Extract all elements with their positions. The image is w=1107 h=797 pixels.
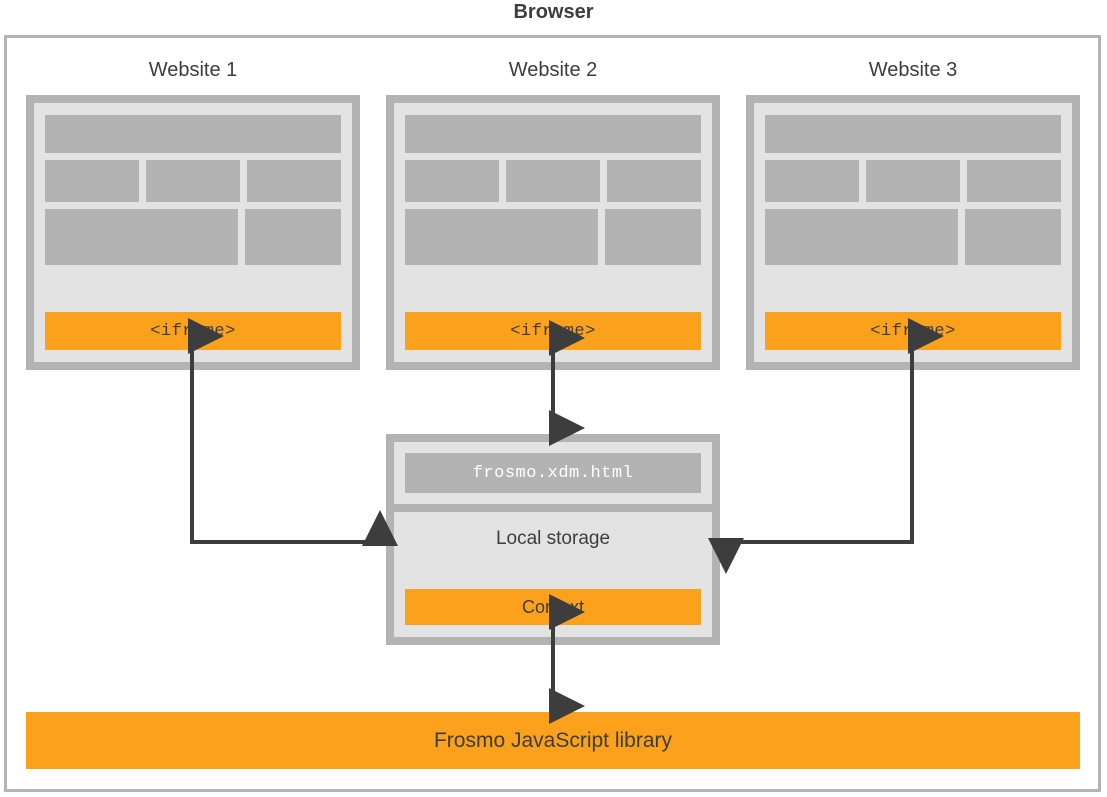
content-block-wide	[45, 209, 238, 265]
content-block	[405, 160, 499, 202]
content-row-header	[45, 115, 341, 153]
website-1-page: <iframe>	[34, 103, 352, 362]
xdm-container: frosmo.xdm.html Local storage Context	[386, 434, 720, 645]
content-block	[765, 160, 859, 202]
local-storage-label: Local storage	[495, 528, 611, 549]
page-title: Browser	[513, 1, 594, 23]
website-1-label: Website 1	[148, 59, 238, 81]
content-row-bottom	[405, 209, 701, 265]
content-block	[607, 160, 701, 202]
website-column-2: Website 2 <iframe>	[386, 57, 720, 370]
website-2-label: Website 2	[508, 59, 598, 81]
content-block	[247, 160, 341, 202]
content-block-header	[45, 115, 341, 153]
content-row-middle	[765, 160, 1061, 202]
content-block-header	[765, 115, 1061, 153]
content-block	[45, 160, 139, 202]
website-2-window: <iframe>	[386, 95, 720, 370]
content-row-bottom	[45, 209, 341, 265]
content-block	[244, 209, 341, 265]
website-2-iframe[interactable]: <iframe>	[405, 312, 701, 350]
website-3-page: <iframe>	[754, 103, 1072, 362]
website-3-window: <iframe>	[746, 95, 1080, 370]
content-block	[604, 209, 701, 265]
content-row-middle	[45, 160, 341, 202]
content-block-wide	[405, 209, 598, 265]
website-column-1: Website 1 <iframe>	[26, 57, 360, 370]
content-row-bottom	[765, 209, 1061, 265]
context-box[interactable]: Context	[405, 589, 701, 625]
website-3-iframe[interactable]: <iframe>	[765, 312, 1061, 350]
local-storage-panel: Local storage Context	[394, 512, 712, 637]
website-2-page: <iframe>	[394, 103, 712, 362]
content-block	[967, 160, 1061, 202]
content-block-header	[405, 115, 701, 153]
website-1-iframe[interactable]: <iframe>	[45, 312, 341, 350]
content-block	[506, 160, 600, 202]
xdm-file-label: frosmo.xdm.html	[405, 453, 701, 493]
content-row-header	[765, 115, 1061, 153]
content-block	[866, 160, 960, 202]
xdm-file-panel: frosmo.xdm.html	[394, 442, 712, 504]
content-row-middle	[405, 160, 701, 202]
website-1-window: <iframe>	[26, 95, 360, 370]
content-block	[964, 209, 1061, 265]
content-row-header	[405, 115, 701, 153]
frosmo-js-library-bar: Frosmo JavaScript library	[26, 712, 1080, 769]
content-block	[146, 160, 240, 202]
website-3-label: Website 3	[868, 59, 958, 81]
content-block-wide	[765, 209, 958, 265]
website-column-3: Website 3 <iframe>	[746, 57, 1080, 370]
